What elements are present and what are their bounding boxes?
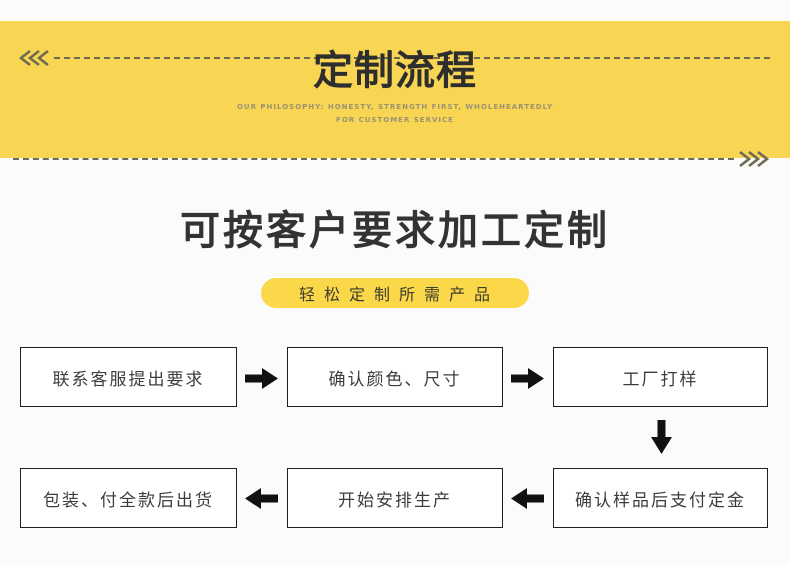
pill-badge: 轻松定制所需产品 bbox=[261, 278, 529, 308]
flow-step-5: 开始安排生产 bbox=[287, 468, 503, 528]
arrow-left-icon bbox=[245, 488, 278, 509]
flow-step-1: 联系客服提出要求 bbox=[20, 347, 237, 407]
banner-bottom-divider bbox=[13, 151, 770, 167]
flow-step-6: 包装、付全款后出货 bbox=[20, 468, 237, 528]
arrow-left-icon bbox=[511, 488, 544, 509]
banner-subtitle-line2: FOR CUSTOMER SERVICE bbox=[336, 116, 454, 124]
arrow-right-icon bbox=[511, 368, 544, 389]
pill-label: 轻松定制所需产品 bbox=[298, 285, 499, 304]
arrow-right-icon bbox=[245, 368, 278, 389]
dashed-line bbox=[54, 57, 770, 59]
flow-step-label: 联系客服提出要求 bbox=[52, 369, 205, 390]
chevrons-right-icon bbox=[739, 151, 770, 167]
banner-top-divider bbox=[18, 50, 770, 66]
flow-step-2: 确认颜色、尺寸 bbox=[287, 347, 503, 407]
flow-step-label: 工厂打样 bbox=[622, 369, 699, 390]
flow-step-label: 开始安排生产 bbox=[338, 490, 452, 511]
flow-step-label: 确认样品后支付定金 bbox=[575, 490, 746, 511]
flow-step-label: 确认颜色、尺寸 bbox=[328, 369, 462, 390]
banner-subtitle-line1: OUR PHILOSOPHY: HONESTY, STRENGTH FIRST,… bbox=[236, 103, 554, 111]
section-heading: 可按客户要求加工定制 bbox=[180, 208, 610, 254]
dashed-line bbox=[13, 158, 734, 160]
banner-subtitle: OUR PHILOSOPHY: HONESTY, STRENGTH FIRST,… bbox=[0, 101, 790, 127]
flow-step-3: 工厂打样 bbox=[553, 347, 768, 407]
banner: 定制流程 OUR PHILOSOPHY: HONESTY, STRENGTH F… bbox=[0, 21, 790, 167]
arrow-down-icon bbox=[651, 420, 672, 454]
flow-step-4: 确认样品后支付定金 bbox=[553, 468, 768, 528]
chevrons-left-icon bbox=[18, 50, 49, 66]
banner-title: 定制流程 bbox=[313, 48, 477, 94]
flow-step-label: 包装、付全款后出货 bbox=[43, 490, 214, 511]
